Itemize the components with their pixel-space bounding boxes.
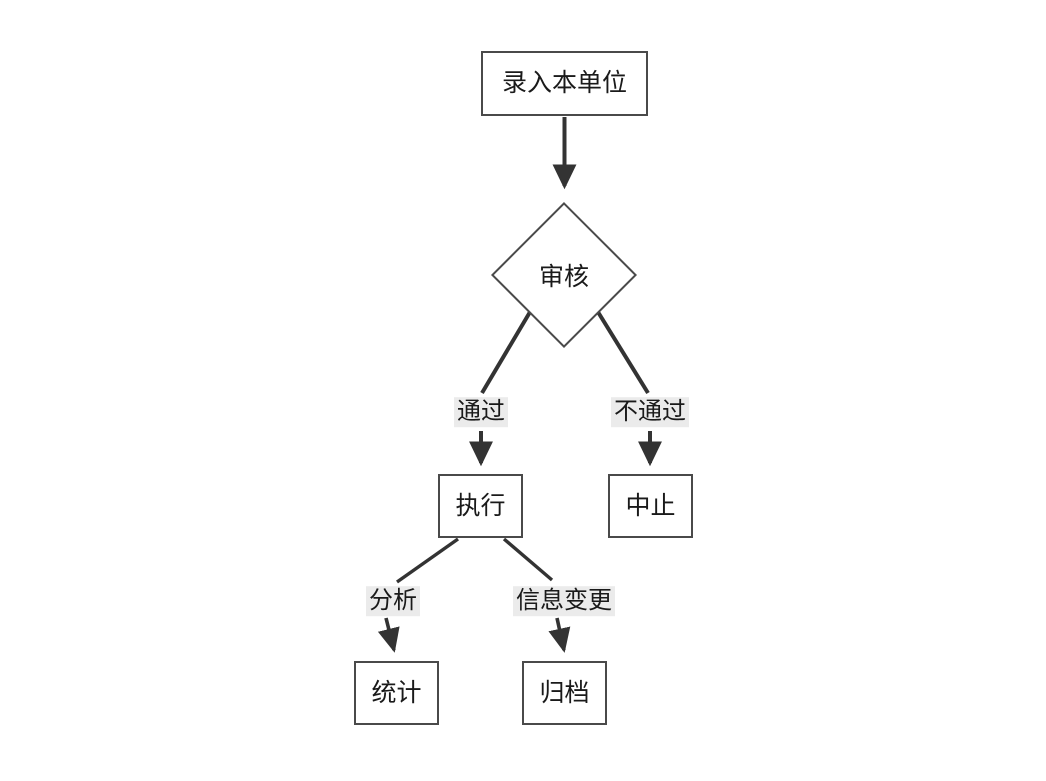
edge-review-to-pass-label xyxy=(480,310,532,395)
node-stats-label: 统计 xyxy=(371,678,422,707)
edge-infochange-label-to-archive xyxy=(548,617,571,653)
node-execute-label: 执行 xyxy=(455,491,506,520)
node-entry-label: 录入本单位 xyxy=(501,69,627,97)
node-archive[interactable]: 归档 xyxy=(522,661,607,725)
edge-label-pass: 通过 xyxy=(454,397,508,427)
node-abort[interactable]: 中止 xyxy=(608,474,693,538)
edge-execute-to-analysis-label xyxy=(396,537,459,584)
node-review[interactable]: 审核 xyxy=(491,202,637,348)
edge-review-to-fail-label xyxy=(596,310,650,395)
node-review-shape xyxy=(491,202,637,348)
node-execute[interactable]: 执行 xyxy=(438,474,523,538)
node-archive-label: 归档 xyxy=(539,678,590,707)
node-abort-label: 中止 xyxy=(625,491,676,520)
node-entry[interactable]: 录入本单位 xyxy=(481,51,648,116)
edge-analysis-label-to-stats xyxy=(377,617,400,653)
edge-label-analysis: 分析 xyxy=(366,586,420,616)
edge-execute-to-infochange-label xyxy=(502,537,554,582)
edge-label-infochange: 信息变更 xyxy=(513,586,615,616)
node-review-label: 审核 xyxy=(538,263,589,291)
node-stats[interactable]: 统计 xyxy=(354,661,439,725)
edge-label-fail: 不通过 xyxy=(611,397,689,427)
